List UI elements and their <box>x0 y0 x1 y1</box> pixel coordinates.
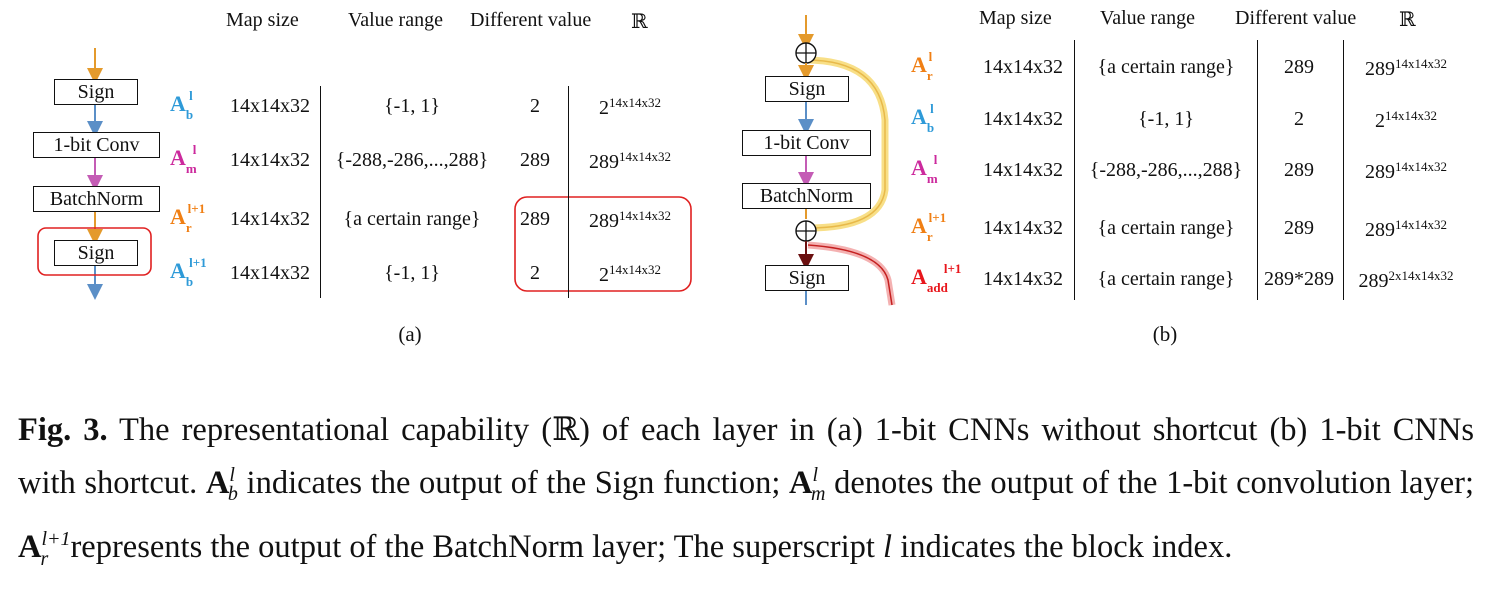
a-row-0-map-size: 14x14x32 <box>230 95 310 117</box>
a-row-3-value-range: {-1, 1} <box>384 262 440 284</box>
b-row-3-map-size: 14x14x32 <box>983 217 1063 239</box>
table-a-divider-1 <box>320 86 321 298</box>
b-row-1-different-value: 2 <box>1294 108 1304 130</box>
shortcut-yellow-line-b <box>805 59 886 229</box>
a-row-3-capability: 214x14x32 <box>599 262 661 286</box>
header-different-value-b: Different value <box>1235 7 1357 29</box>
b-row-4-capability: 2892x14x14x32 <box>1358 268 1454 292</box>
sign-block-a-1: Sign <box>54 79 138 105</box>
b-row-0-map-size: 14x14x32 <box>983 56 1063 78</box>
a-row-2-value-range: {a certain range} <box>343 208 481 230</box>
subfigure-label-b: (b) <box>1152 322 1178 346</box>
shortcut-red-line-b <box>807 244 893 306</box>
b-row-3-symbol: Arl+1 <box>911 210 947 244</box>
header-map-size-b: Map size <box>979 7 1052 29</box>
b-row-1-capability: 214x14x32 <box>1375 108 1437 132</box>
b-row-4-symbol: Aaddl+1 <box>911 261 962 295</box>
b-row-0-different-value: 289 <box>1284 56 1314 78</box>
b-row-2-symbol: Aml <box>911 152 938 186</box>
batchnorm-block-a: BatchNorm <box>33 186 160 212</box>
a-row-0-value-range: {-1, 1} <box>384 95 440 117</box>
a-row-1-value-range: {-288,-286,...,288} <box>335 149 489 171</box>
table-b-divider-1 <box>1074 40 1075 300</box>
table-b-divider-3 <box>1343 40 1344 300</box>
b-row-4-map-size: 14x14x32 <box>983 268 1063 290</box>
b-row-3-capability: 28914x14x32 <box>1365 217 1447 241</box>
a-row-1-map-size: 14x14x32 <box>230 149 310 171</box>
sign-block-a-2: Sign <box>54 240 138 266</box>
header-capability-a: ℝ <box>631 11 648 33</box>
header-capability-b: ℝ <box>1399 9 1416 31</box>
figure-caption: Fig. 3. The representational capability … <box>18 412 1474 570</box>
b-row-1-map-size: 14x14x32 <box>983 108 1063 130</box>
b-row-0-value-range: {a certain range} <box>1097 56 1235 78</box>
a-row-2-map-size: 14x14x32 <box>230 208 310 230</box>
b-row-4-different-value: 289*289 <box>1264 268 1334 290</box>
b-row-2-different-value: 289 <box>1284 159 1314 181</box>
a-row-2-capability: 28914x14x32 <box>589 208 671 232</box>
batchnorm-block-b: BatchNorm <box>742 183 871 209</box>
b-row-0-capability: 28914x14x32 <box>1365 56 1447 80</box>
figure-number: Fig. 3. <box>18 412 108 448</box>
conv-block-b: 1-bit Conv <box>742 130 871 156</box>
a-row-1-capability: 28914x14x32 <box>589 149 671 173</box>
highlight-rows-a <box>514 196 692 292</box>
a-row-0-symbol: Abl <box>170 88 194 122</box>
b-row-2-capability: 28914x14x32 <box>1365 159 1447 183</box>
table-a-divider-2 <box>568 86 569 298</box>
b-row-3-different-value: 289 <box>1284 217 1314 239</box>
a-row-3-different-value: 2 <box>530 262 540 284</box>
a-row-3-symbol: Abl+1 <box>170 255 207 289</box>
b-row-4-value-range: {a certain range} <box>1097 268 1235 290</box>
header-value-range-a: Value range <box>348 9 443 31</box>
subfigure-label-a: (a) <box>398 322 422 346</box>
a-row-1-symbol: Aml <box>170 142 197 176</box>
b-row-2-map-size: 14x14x32 <box>983 159 1063 181</box>
sign-block-b-2: Sign <box>765 265 849 291</box>
header-value-range-b: Value range <box>1100 7 1195 29</box>
a-row-2-different-value: 289 <box>520 208 550 230</box>
b-row-1-value-range: {-1, 1} <box>1138 108 1194 130</box>
a-row-3-map-size: 14x14x32 <box>230 262 310 284</box>
conv-block-a: 1-bit Conv <box>33 132 160 158</box>
a-row-0-different-value: 2 <box>530 95 540 117</box>
a-row-1-different-value: 289 <box>520 149 550 171</box>
b-row-2-value-range: {-288,-286,...,288} <box>1089 159 1243 181</box>
b-row-0-symbol: Arl <box>911 49 933 83</box>
header-map-size-a: Map size <box>226 9 299 31</box>
a-row-2-symbol: Arl+1 <box>170 201 206 235</box>
header-different-value-a: Different value <box>470 9 592 31</box>
sign-block-b-1: Sign <box>765 76 849 102</box>
table-b-divider-2 <box>1257 40 1258 300</box>
b-row-3-value-range: {a certain range} <box>1097 217 1235 239</box>
highlight-sign-a <box>37 227 152 276</box>
a-row-0-capability: 214x14x32 <box>599 95 661 119</box>
b-row-1-symbol: Abl <box>911 101 935 135</box>
